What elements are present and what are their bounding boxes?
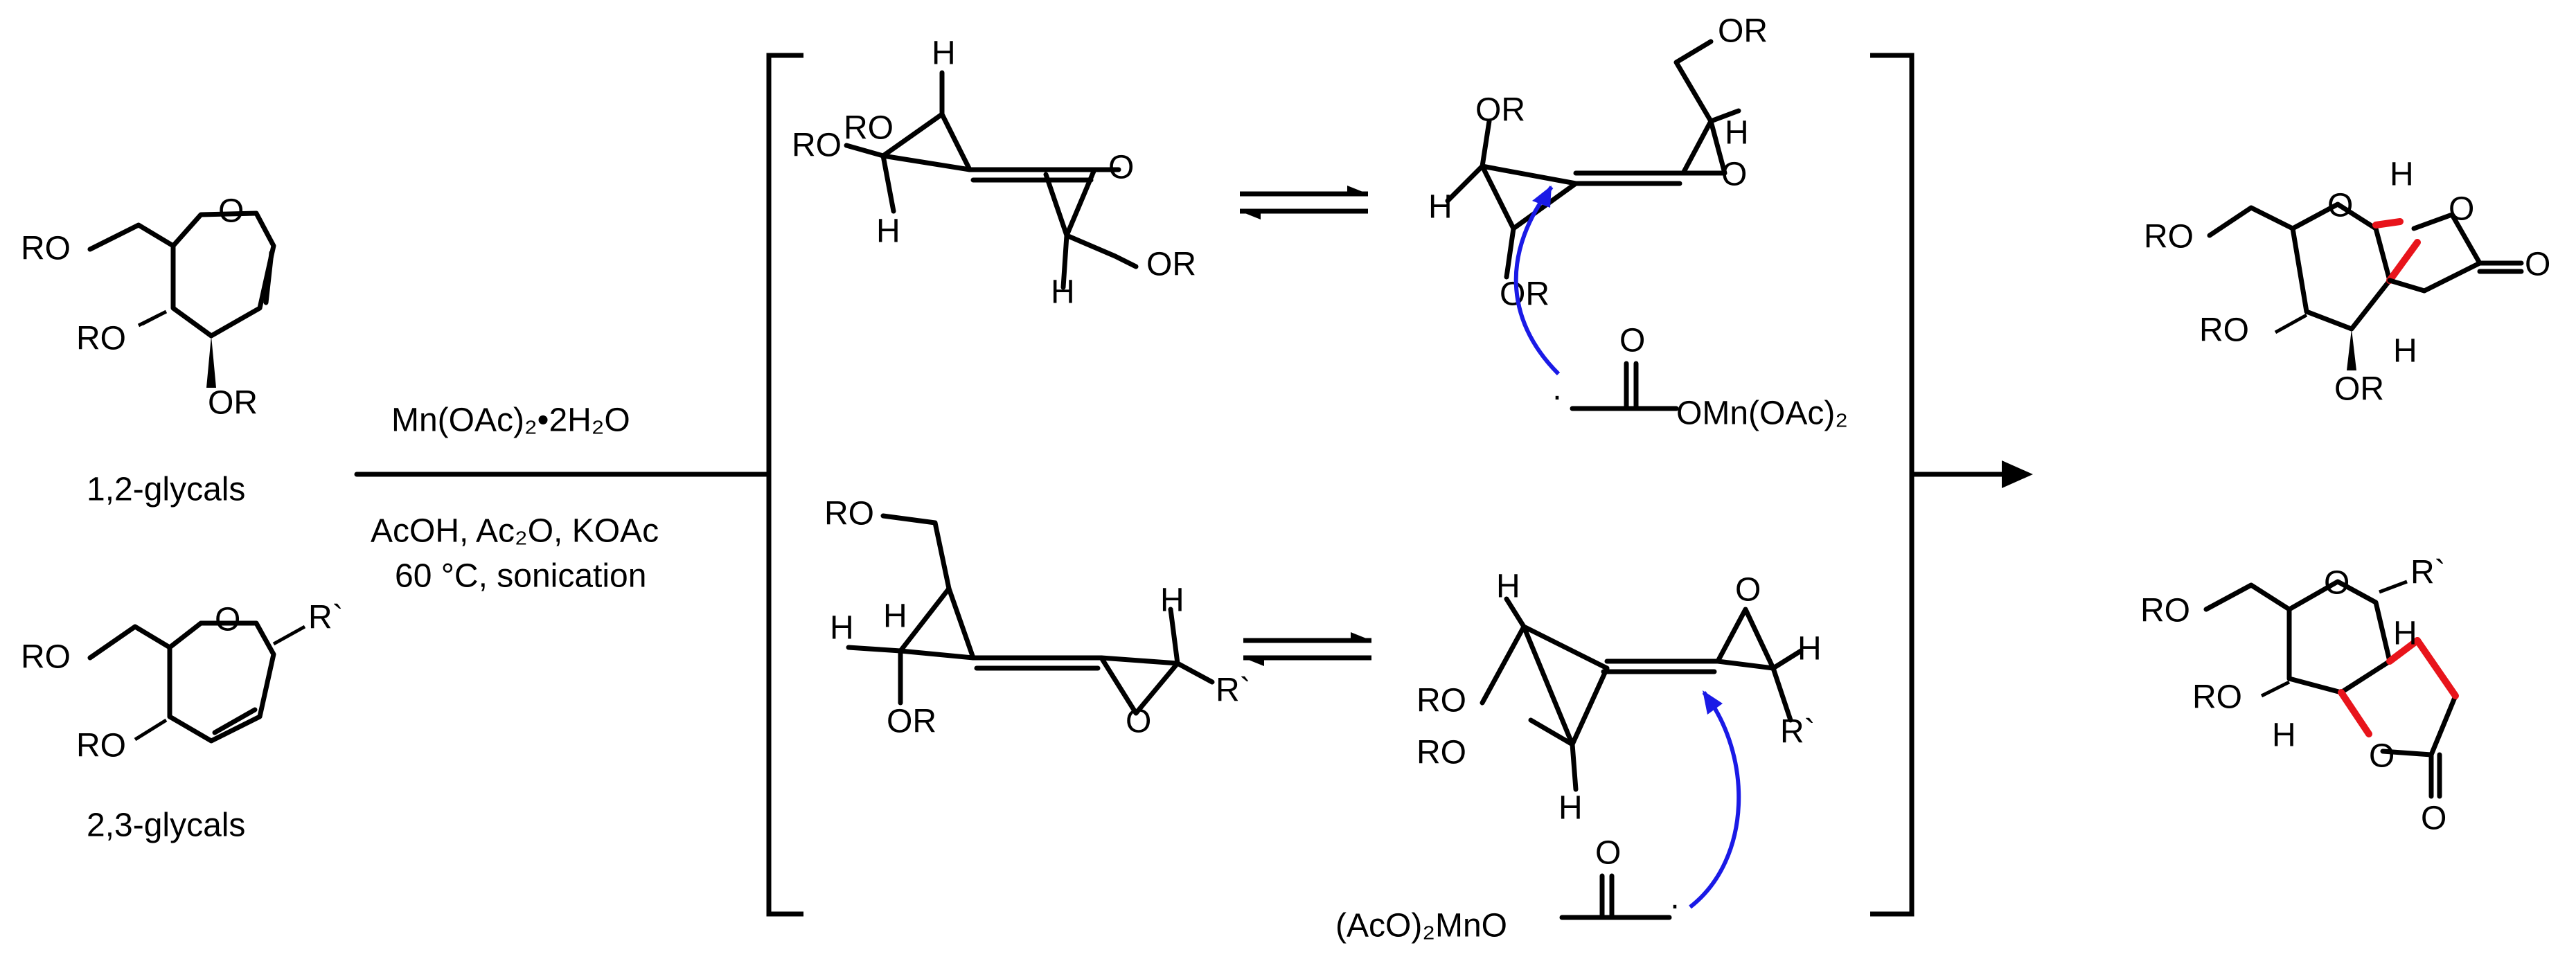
product-bottom-h-bottom: H (2272, 717, 2296, 754)
radical-bottom-mn: (AcO)₂MnO (1335, 908, 1507, 944)
glycal-23-r-prime: R` (308, 600, 344, 636)
bottom-left-ring-o: O (1126, 703, 1151, 740)
bottom-left-h-right: H (1160, 582, 1184, 619)
glycal-12-caption: 1,2-glycals (87, 472, 245, 508)
product-top-structure: RO O H O O RO H OR (2144, 156, 2550, 408)
product-top-ro-4: RO (2199, 312, 2249, 349)
reaction-arrow (1912, 460, 2033, 488)
bottom-left-ro: RO (824, 496, 874, 532)
bottom-right-h-top: H (1496, 568, 1520, 605)
bottom-left-h-a: H (830, 610, 854, 647)
left-bracket (766, 53, 803, 917)
product-bottom-ring-o: O (2324, 565, 2350, 602)
top-right-or-bottom: OR (1500, 276, 1549, 313)
bottom-right-r-prime: R` (1780, 714, 1815, 751)
top-left-ring-o: O (1108, 150, 1134, 186)
radical-top: O · OMn(OAc)₂ (1552, 323, 1848, 432)
radical-bottom: O (AcO)₂MnO · (1335, 835, 1680, 944)
product-bottom-structure: RO O R` H RO H O O (2140, 555, 2459, 837)
electron-arrow-top (1513, 186, 1561, 376)
product-top-ro-6: RO (2144, 219, 2194, 256)
top-right-h-left: H (1428, 189, 1453, 226)
top-right-or-left: OR (1475, 92, 1525, 129)
top-left-h-bottom: H (1051, 274, 1075, 311)
temperature-label: 60 °C, sonication (395, 558, 646, 595)
bottom-left-h-b: H (883, 598, 907, 635)
top-left-h-left: H (876, 213, 900, 250)
product-top-h-anomeric: H (2390, 156, 2414, 193)
top-left-or: OR (1146, 247, 1196, 283)
bottom-left-or: OR (887, 703, 936, 740)
product-bottom-carbonyl-o: O (2421, 800, 2446, 837)
top-left-ro-b: RO (792, 127, 842, 164)
right-bracket (1870, 53, 1915, 917)
equilibrium-arrow-top (1240, 186, 1368, 219)
reaction-conditions: Mn(OAc)₂•2H₂O AcOH, Ac₂O, KOAc 60 °C, so… (354, 402, 772, 595)
top-left-ro-a: RO (844, 110, 894, 147)
top-right-or-top: OR (1718, 13, 1768, 50)
bottom-right-ring-o: O (1735, 572, 1761, 609)
product-top-h-junction: H (2393, 333, 2417, 370)
product-bottom-r-prime: R` (2410, 555, 2446, 591)
top-right-h-right: H (1725, 115, 1749, 152)
product-bottom-lactone-o: O (2369, 738, 2395, 775)
bottom-right-ro-a: RO (1416, 683, 1466, 719)
electron-arrow-bottom (1689, 690, 1741, 909)
radical-bottom-o: O (1595, 835, 1621, 872)
product-bottom-ro-4: RO (2192, 679, 2242, 716)
radical-bottom-dot: · (1669, 887, 1680, 924)
reagent-label: Mn(OAc)₂•2H₂O (391, 402, 630, 439)
product-bottom-ro-6: RO (2140, 593, 2190, 629)
glycal-12-ro-6: RO (21, 231, 71, 267)
glycal-23-ro-4: RO (76, 728, 126, 764)
product-top-lactone-o: O (2449, 191, 2474, 228)
product-top-carbonyl-o: O (2525, 247, 2550, 283)
bottom-right-h-right: H (1797, 631, 1822, 667)
intermediate-top-right: OR OR H O H OR (1428, 13, 1768, 313)
intermediate-bottom-left: RO H H OR H O R` (824, 496, 1251, 740)
glycal-12-ring-o: O (218, 193, 244, 230)
glycal-23-ro-6: RO (21, 639, 71, 676)
intermediate-bottom-right: H RO RO H O H R` (1416, 568, 1822, 827)
radical-top-mn: OMn(OAc)₂ (1676, 395, 1848, 432)
product-top-or-3: OR (2334, 371, 2384, 408)
solvent-label: AcOH, Ac₂O, KOAc (371, 513, 659, 550)
top-left-h-top: H (932, 35, 956, 72)
bottom-right-ro-b: RO (1416, 735, 1466, 771)
glycal-23-structure: RO O R` RO 2,3-glycals (21, 600, 344, 844)
radical-top-dot: · (1552, 378, 1563, 415)
bottom-right-h-bottom: H (1558, 790, 1583, 827)
glycal-23-ring-o: O (215, 602, 240, 638)
glycal-23-caption: 2,3-glycals (87, 807, 245, 844)
product-top-ring-o: O (2327, 188, 2353, 224)
glycal-12-ro-4: RO (76, 321, 126, 357)
radical-top-o: O (1619, 323, 1645, 359)
top-right-ring-o: O (1721, 156, 1747, 193)
equilibrium-arrow-bottom (1243, 632, 1371, 666)
product-bottom-h-top: H (2393, 616, 2417, 652)
bottom-left-r-prime: R` (1216, 672, 1251, 709)
glycal-12-structure: RO O RO OR 1,2-glycals (21, 193, 276, 508)
glycal-12-or-3: OR (208, 385, 258, 422)
intermediate-top-left: H RO RO H O H OR (792, 35, 1196, 311)
